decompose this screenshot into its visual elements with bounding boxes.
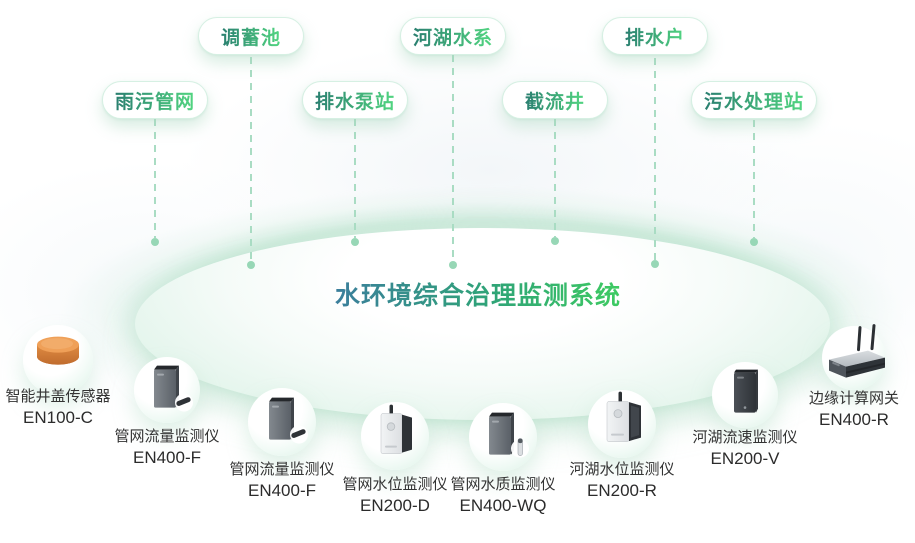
device-name: 管网流量监测仪 <box>229 461 335 478</box>
station-pill-sewage-treatment-station: 污水处理站 <box>690 81 818 119</box>
station-pill-drainage-pump-station: 排水泵站 <box>301 81 409 119</box>
station-label: 截流井 <box>525 87 585 114</box>
pipe-flow-monitor-icon <box>154 365 193 412</box>
system-title: 水环境综合治理监测系统 <box>335 276 621 312</box>
connector-line <box>554 119 556 237</box>
device-edge-gateway: 边缘计算网关 EN400-R <box>809 324 899 429</box>
device-pipe-flow-monitor: 管网流量监测仪 EN400-F <box>229 388 335 500</box>
station-pill-river-lake-system: 河湖水系 <box>399 17 507 55</box>
water-level-monitor-icon <box>380 404 412 454</box>
device-name: 边缘计算网关 <box>808 390 899 407</box>
station-label: 河湖水系 <box>413 23 493 50</box>
device-model: EN400-F <box>132 448 202 467</box>
edge-gateway-icon <box>829 324 885 378</box>
device-pipe-water-level-monitor: 管网水位监测仪 EN200-D <box>342 402 448 515</box>
station-label: 调蓄池 <box>221 23 281 50</box>
station-pill-intercepting-well: 截流井 <box>502 81 608 119</box>
station-label: 排水户 <box>625 23 685 50</box>
device-pipe-flow-monitor: 管网流量监测仪 EN400-F <box>114 357 220 467</box>
device-name: 智能井盖传感器 <box>5 388 111 405</box>
manhole-cover-sensor-icon <box>37 336 79 365</box>
device-name: 河湖流速监测仪 <box>692 429 798 446</box>
water-quality-monitor-icon <box>489 412 529 458</box>
device-name: 管网水位监测仪 <box>342 476 448 493</box>
station-label: 排水泵站 <box>315 87 395 114</box>
connector-line <box>354 119 356 238</box>
connector-dot <box>651 260 659 268</box>
device-model: EN100-C <box>23 408 93 427</box>
station-pill-rain-sewage-network: 雨污管网 <box>101 81 209 119</box>
station-pill-drainage-household: 排水户 <box>602 17 708 55</box>
connector-dot <box>750 238 758 246</box>
connector-line <box>452 55 454 260</box>
device-manhole-sensor: 智能井盖传感器 EN100-C <box>5 325 111 427</box>
device-model: EN400-R <box>819 410 889 429</box>
connector-dot <box>351 238 359 246</box>
connector-dot <box>449 261 457 269</box>
connector-line <box>154 119 156 238</box>
connector-dot <box>247 261 255 269</box>
station-label: 污水处理站 <box>704 87 804 114</box>
connector-line <box>250 57 252 260</box>
connector-dot <box>551 237 559 245</box>
device-river-water-level-monitor: 河湖水位监测仪 EN200-R <box>569 390 675 500</box>
device-model: EN200-V <box>710 449 780 468</box>
device-flow-velocity-monitor: 河湖流速监测仪 EN200-V <box>692 362 798 468</box>
device-model: EN400-WQ <box>459 496 547 515</box>
station-label: 雨污管网 <box>115 87 195 114</box>
connector-line <box>654 58 656 260</box>
pipe-flow-monitor-icon <box>269 397 308 444</box>
flow-velocity-monitor-icon <box>734 369 758 413</box>
station-pill-regulating-pool: 调蓄池 <box>198 17 304 55</box>
connector-dot <box>151 238 159 246</box>
water-level-monitor-icon <box>606 391 641 442</box>
device-name: 管网水质监测仪 <box>450 476 556 493</box>
device-model: EN400-F <box>247 481 317 500</box>
device-pipe-water-quality-monitor: 管网水质监测仪 EN400-WQ <box>450 403 556 515</box>
connector-line <box>753 120 755 238</box>
device-name: 管网流量监测仪 <box>114 428 220 445</box>
device-model: EN200-R <box>587 481 657 500</box>
device-name: 河湖水位监测仪 <box>569 461 675 478</box>
device-model: EN200-D <box>360 496 430 515</box>
